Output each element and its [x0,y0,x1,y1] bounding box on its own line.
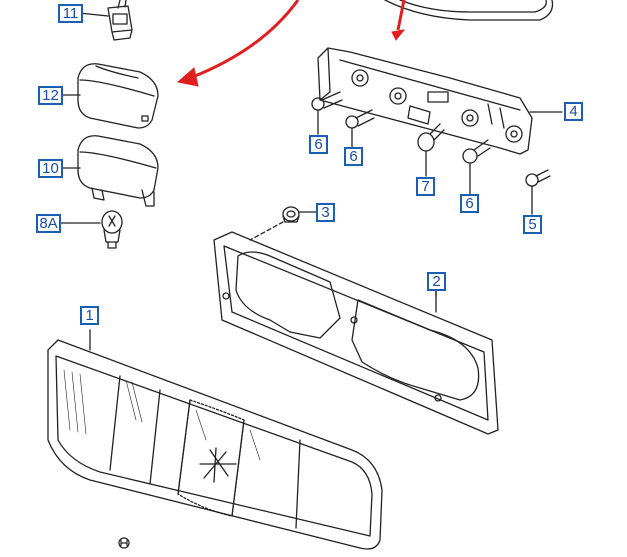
h-stamp-icon [118,537,130,549]
bulb-6-right [462,139,491,195]
lens-1 [47,329,383,550]
callout-5[interactable]: 5 [523,215,542,234]
bulb-5 [525,169,551,215]
lamp-housing-12 [77,63,159,129]
bulb-carrier-4 [317,47,563,155]
red-arrows [176,0,406,87]
callout-3[interactable]: 3 [316,203,335,222]
gasket-2 [213,231,499,435]
bulb-6-left [311,91,343,135]
bulb-7 [417,123,445,177]
callout-8A[interactable]: 8A [36,214,61,233]
callout-7[interactable]: 7 [416,177,435,196]
callout-6-right[interactable]: 6 [460,194,479,213]
callout-6-middle[interactable]: 6 [344,147,363,166]
callout-11[interactable]: 11 [58,4,83,23]
callout-10[interactable]: 10 [38,159,63,178]
bulb-holder-11 [107,0,133,41]
callout-6-left[interactable]: 6 [309,135,328,154]
callout-1[interactable]: 1 [80,306,99,325]
callout-12[interactable]: 12 [38,86,63,105]
grommet-3 [249,206,317,241]
callout-2[interactable]: 2 [427,272,446,291]
lamp-housing-10 [77,135,159,207]
bulb-8A [101,210,123,249]
bulb-6-middle [345,109,375,149]
callout-4[interactable]: 4 [564,102,583,121]
upper-housing-edge [384,0,554,21]
